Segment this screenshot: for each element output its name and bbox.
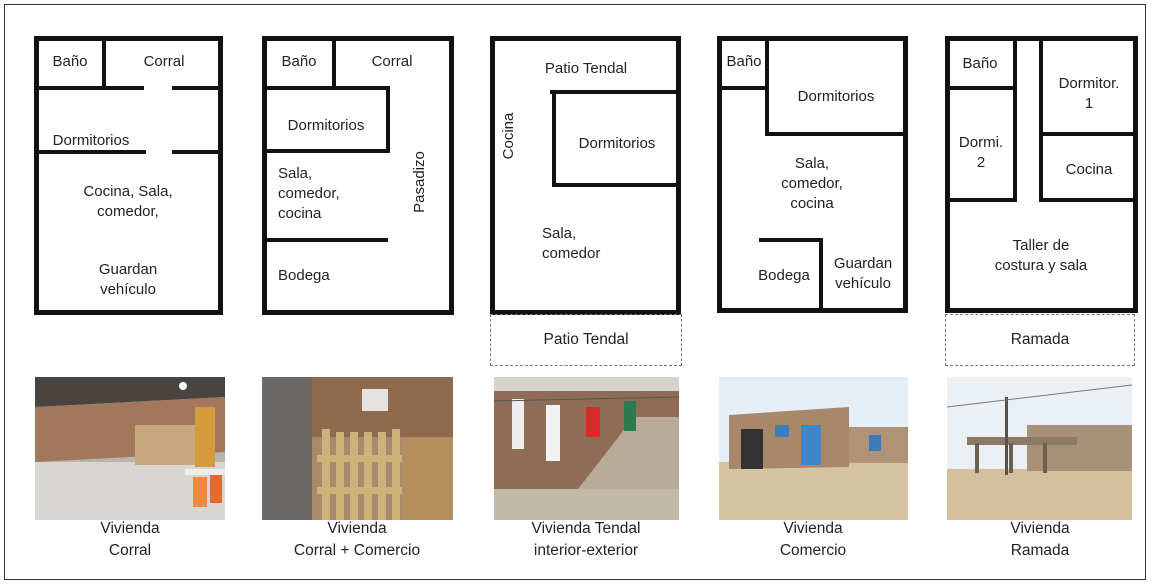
room-cocina: Cocina xyxy=(1065,161,1113,178)
room-bano: Baño xyxy=(281,53,317,70)
plan-walls xyxy=(262,36,454,315)
exterior-patio-tendal: Patio Tendal xyxy=(490,314,682,366)
room-guardan-vehiculo: Guardan vehículo xyxy=(98,261,158,298)
room-bano: Baño xyxy=(726,53,762,70)
room-dormitorios: Dormitorios xyxy=(52,132,130,149)
room-dormitorios: Dormitorios xyxy=(578,135,656,152)
floor-plan-corral: Baño Corral Dormitorios Cocina, Sala, co… xyxy=(34,36,226,316)
caption-vivienda-comercio: Vivienda Comercio xyxy=(779,520,847,559)
room-cocina-sala-comedor: Cocina, Sala, comedor, xyxy=(83,183,173,220)
photo-vivienda-ramada xyxy=(947,377,1132,520)
caption-vivienda-corral-comercio: Vivienda Corral + Comercio xyxy=(293,520,421,559)
plan-walls xyxy=(34,36,223,315)
floor-plan-tendal: Patio Tendal Cocina Dormitorios Sala, co… xyxy=(490,36,682,316)
room-bodega: Bodega xyxy=(758,267,810,284)
photo-vivienda-comercio xyxy=(719,377,908,520)
room-dormitorio-2: Dormi. 2 xyxy=(958,134,1004,171)
plan-walls xyxy=(490,36,681,315)
room-dormitorio-1: Dormitor. 1 xyxy=(1058,75,1120,112)
room-dormitorios: Dormitorios xyxy=(797,88,875,105)
plan-walls xyxy=(945,36,1138,313)
room-taller-costura-sala: Taller de costura y sala xyxy=(994,237,1088,274)
floor-plan-ramada: Baño Dormitor. 1 Dormi. 2 Cocina Taller … xyxy=(945,36,1139,316)
room-sala-comedor: Sala, comedor xyxy=(542,225,601,262)
photo-vivienda-tendal xyxy=(494,377,679,520)
room-bano: Baño xyxy=(962,55,998,72)
room-patio-tendal: Patio Tendal xyxy=(544,60,628,77)
photo-vivienda-corral-comercio xyxy=(262,377,453,520)
figure-frame xyxy=(4,4,1146,580)
room-sala-comedor-cocina: Sala, comedor, cocina xyxy=(278,165,340,222)
room-corral: Corral xyxy=(143,53,185,70)
plan-walls xyxy=(717,36,908,313)
room-dormitorios: Dormitorios xyxy=(287,117,365,134)
room-bodega: Bodega xyxy=(278,267,330,284)
room-corral: Corral xyxy=(371,53,413,70)
room-guardan-vehiculo: Guardan vehículo xyxy=(833,255,893,292)
exterior-ramada: Ramada xyxy=(945,314,1135,366)
room-pasadizo: Pasadizo xyxy=(411,151,428,213)
caption-vivienda-tendal: Vivienda Tendal interior-exterior xyxy=(531,520,641,559)
room-bano: Baño xyxy=(52,53,88,70)
floor-plan-corral-comercio: Baño Corral Dormitorios Sala, comedor, c… xyxy=(262,36,454,316)
photo-vivienda-corral xyxy=(35,377,225,520)
caption-vivienda-ramada: Vivienda Ramada xyxy=(1010,520,1070,559)
floor-plan-comercio: Baño Dormitorios Sala, comedor, cocina B… xyxy=(717,36,909,316)
room-sala-comedor-cocina: Sala, comedor, cocina xyxy=(781,155,843,212)
caption-vivienda-corral: Vivienda Corral xyxy=(100,520,160,559)
room-cocina: Cocina xyxy=(500,112,517,160)
